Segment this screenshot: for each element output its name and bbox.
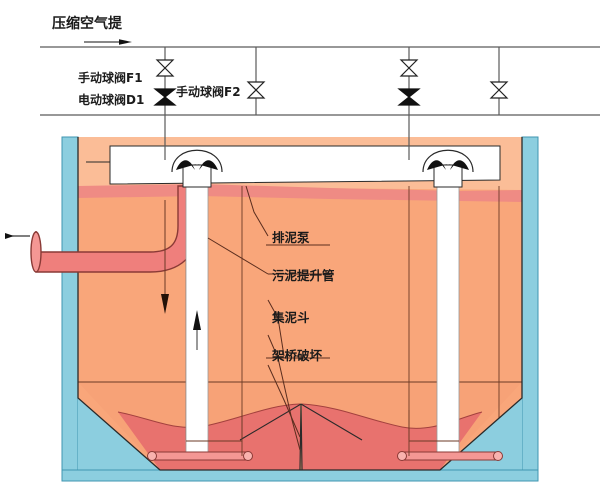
valve-bowtie — [155, 59, 175, 77]
pipe-end-cap — [30, 231, 42, 273]
bell-cap-right — [422, 149, 474, 188]
label-manual-ball-valve-f2: 手动球阀F2 — [176, 84, 241, 99]
sludge-header-right-cap-b — [493, 451, 503, 461]
label-bridge-breaking: 架桥破坏 — [271, 348, 323, 363]
bell-arrow-right-a — [427, 160, 448, 170]
label-leader-lines — [207, 185, 330, 451]
bell-arrow-left-a — [176, 160, 197, 170]
bell-box-left — [182, 164, 212, 188]
internal-flow-arrows — [161, 200, 201, 350]
leader-sludge-lift-pipe — [207, 237, 269, 275]
label-electric-ball-valve-d1: 电动球阀D1 — [78, 92, 144, 107]
label-sludge-lift-pipe: 污泥提升管 — [272, 268, 335, 283]
valve-bowtie — [399, 59, 419, 77]
manual-ball-valve-f1-symbol[interactable] — [155, 59, 175, 77]
leader-bridge-breaking — [267, 364, 301, 438]
bell-arrow-right-b — [448, 160, 469, 170]
hopper-divider-slope — [239, 403, 363, 441]
valve-bowtie-filled — [153, 88, 177, 106]
air-down-arrow — [161, 294, 169, 314]
leader-sludge-pump — [245, 185, 269, 237]
leader-extra — [267, 299, 285, 357]
tank-cross-section-outline — [77, 137, 523, 471]
sludge-header-right — [399, 451, 501, 461]
manual-ball-valve-f2-right-symbol[interactable] — [489, 81, 509, 99]
tank-floor-slab — [61, 469, 539, 482]
leader-sludge-hopper — [267, 334, 301, 451]
valve-symbols — [153, 59, 509, 106]
label-manual-ball-valve-f1: 手动球阀F1 — [78, 70, 143, 85]
tank-base-fill — [78, 390, 522, 470]
manual-ball-valve-f2-symbol[interactable] — [246, 81, 266, 99]
bell-caps-group — [171, 149, 474, 188]
valve-bowtie — [489, 81, 509, 99]
sludge-collection-headers — [147, 410, 503, 461]
sludge-up-arrow — [193, 310, 201, 330]
bell-box-right — [433, 164, 463, 188]
electric-ball-valve-d1-right-symbol[interactable] — [397, 88, 421, 106]
sludge-lift-pipe-right — [436, 159, 460, 461]
label-sludge-hopper: 集泥斗 — [271, 310, 310, 325]
valve-bowtie — [246, 81, 266, 99]
electric-ball-valve-d1-symbol[interactable] — [153, 88, 177, 106]
manual-ball-valve-f1-right-symbol[interactable] — [399, 59, 419, 77]
title-compressed-air-lift: 压缩空气提 — [52, 15, 123, 32]
sludge-header-left-cap-a — [147, 451, 157, 461]
bell-arrow-left-b — [197, 160, 218, 170]
sludge-header-left — [149, 451, 251, 461]
valve-bowtie-filled — [397, 88, 421, 106]
label-sludge-pump: 排泥泵 — [272, 230, 310, 245]
sludge-header-left-cap-b — [243, 451, 253, 461]
sludge-header-right-cap-a — [397, 451, 407, 461]
bell-cap-left — [171, 149, 223, 188]
